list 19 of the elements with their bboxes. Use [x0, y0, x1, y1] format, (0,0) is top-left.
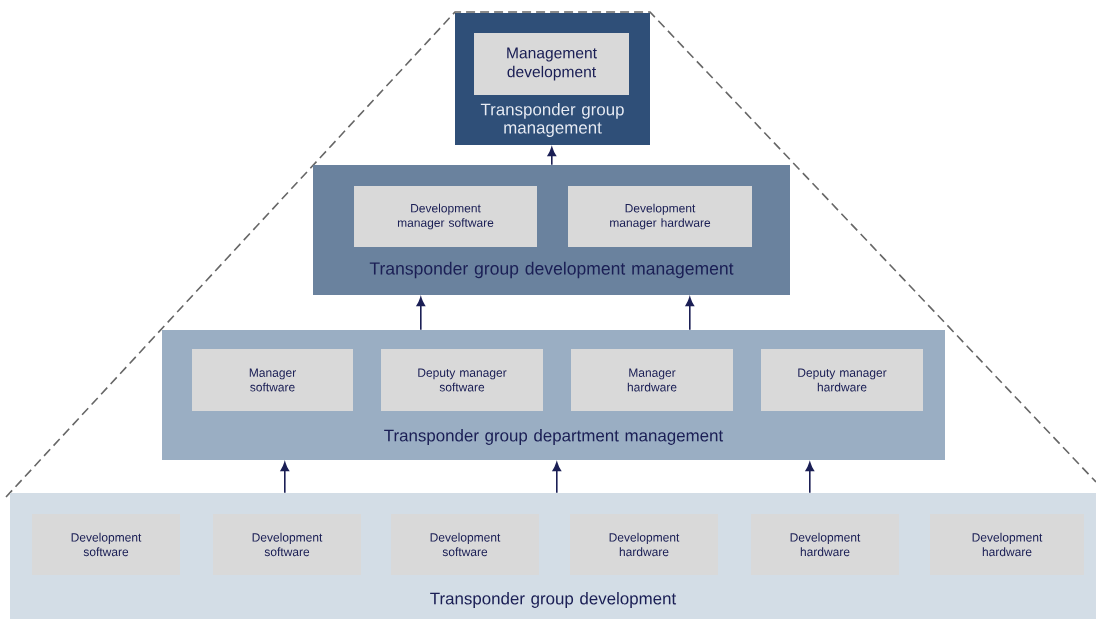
- role-box: Development hardware: [751, 514, 899, 575]
- role-box: Development software: [213, 514, 361, 575]
- role-box: Management development: [474, 33, 629, 95]
- role-box: Deputy manager software: [381, 349, 543, 411]
- arrow: [805, 462, 815, 494]
- role-box: Manager software: [192, 349, 353, 411]
- role-box: Development manager software: [354, 186, 537, 247]
- arrow: [552, 462, 562, 494]
- arrow: [685, 297, 695, 331]
- role-box: Development software: [32, 514, 180, 575]
- role-box: Manager hardware: [571, 349, 733, 411]
- role-box: Deputy manager hardware: [761, 349, 923, 411]
- arrow: [416, 297, 426, 331]
- role-box: Development hardware: [930, 514, 1084, 575]
- arrow: [547, 147, 557, 166]
- role-box: Development manager hardware: [568, 186, 752, 247]
- arrow: [280, 462, 290, 494]
- role-box: Development software: [391, 514, 539, 575]
- role-box: Development hardware: [570, 514, 718, 575]
